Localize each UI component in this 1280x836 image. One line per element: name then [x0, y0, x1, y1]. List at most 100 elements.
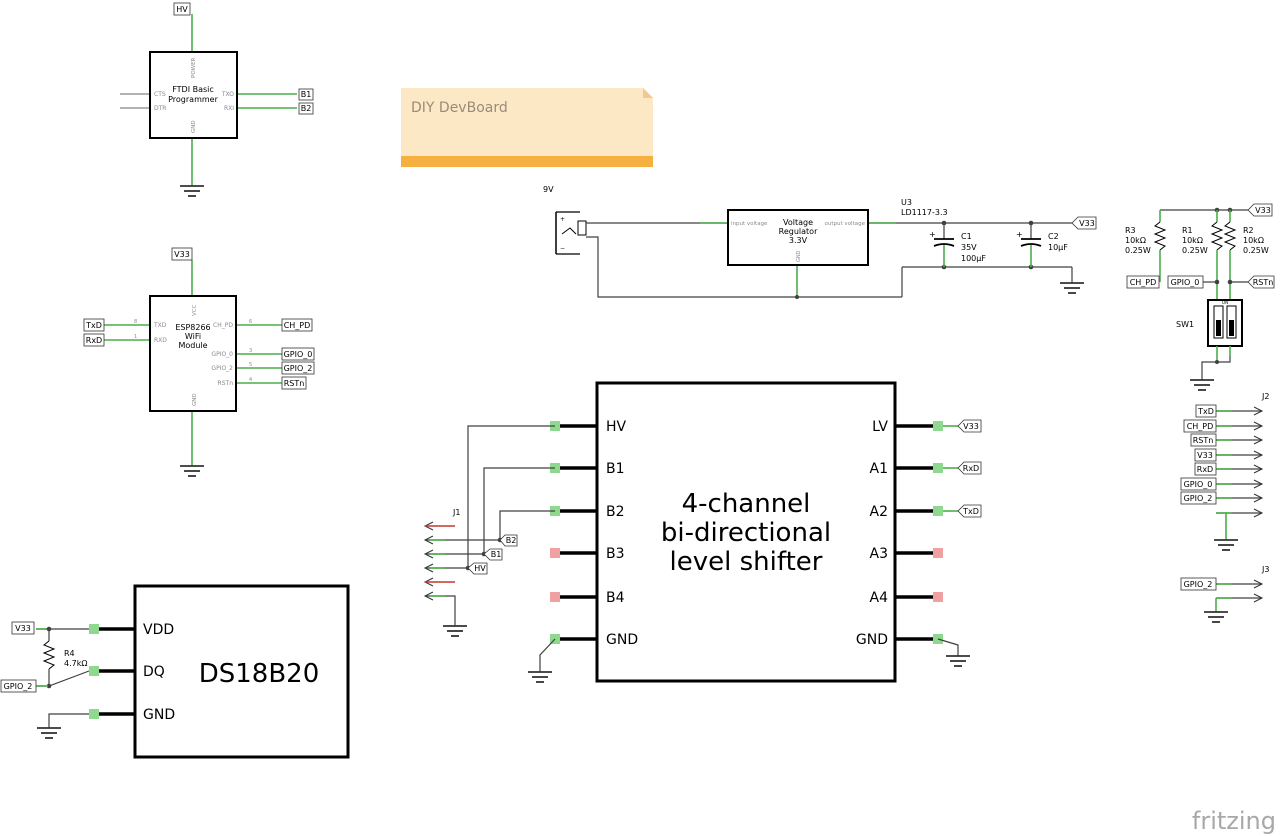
svg-text:V33: V33 — [1079, 219, 1095, 228]
ground-icon — [37, 727, 61, 739]
svg-text:GPIO_2: GPIO_2 — [1184, 580, 1213, 589]
net-label-rstn-pullup: RSTn — [1247, 275, 1275, 289]
net-label-chpd-pullup: CH_PD — [1126, 275, 1160, 289]
ground-icon — [946, 655, 970, 667]
r3-value: 10kΩ — [1125, 236, 1146, 245]
esp-name-3: Module — [178, 341, 207, 350]
svg-text:+: + — [929, 230, 936, 239]
c2-value: 10µF — [1048, 243, 1068, 252]
svg-text:RSTn: RSTn — [284, 379, 305, 388]
svg-text:4: 4 — [249, 377, 252, 383]
svg-text:RSTn: RSTn — [1253, 278, 1274, 287]
header-j1[interactable] — [423, 521, 500, 626]
svg-text:A2: A2 — [870, 504, 888, 520]
sw1-name: SW1 — [1176, 320, 1194, 329]
ftdi-dtr-pin: DTR — [154, 105, 166, 112]
ftdi-programmer[interactable]: FTDI Basic Programmer POWER GND CTS DTR … — [120, 14, 297, 186]
fritzing-logo: fritzing — [1192, 807, 1276, 835]
r3-watt: 0.25W — [1125, 246, 1151, 255]
r3-name: R3 — [1125, 226, 1136, 235]
dip-switch-sw1[interactable]: ON — [1207, 299, 1243, 362]
svg-text:B1: B1 — [301, 90, 312, 99]
net-label-txd-shifter: TxD — [957, 504, 982, 518]
c1-name: C1 — [961, 232, 972, 241]
regulator-name-3: 3.3V — [789, 236, 808, 245]
esp8266-module[interactable]: ESP8266 WiFi Module VCC GND TXD RXD CH_P… — [104, 260, 282, 466]
ftdi-gnd-pin: GND — [191, 120, 197, 133]
svg-text:GPIO_2: GPIO_2 — [4, 682, 33, 691]
svg-text:CH_PD: CH_PD — [1130, 278, 1157, 287]
net-label-gpio0-j2: GPIO_0 — [1180, 477, 1217, 491]
ground-icon — [1060, 282, 1084, 294]
r2-watt: 0.25W — [1243, 246, 1269, 255]
header-j2[interactable] — [1216, 406, 1264, 540]
svg-text:B3: B3 — [606, 546, 625, 562]
regulator-name-2: Regulator — [779, 227, 818, 236]
svg-text:TxD: TxD — [1197, 407, 1214, 416]
net-label-hv-ftdi: HV — [173, 2, 191, 16]
capacitor-c1[interactable]: + — [929, 223, 955, 267]
svg-text:3: 3 — [249, 348, 252, 354]
svg-text:HV: HV — [606, 419, 627, 435]
net-label-chpd-esp: CH_PD — [281, 318, 313, 332]
c1-value: 100µF — [961, 254, 986, 263]
shifter-name-3: level shifter — [670, 547, 823, 577]
svg-text:GPIO_2: GPIO_2 — [1184, 494, 1213, 503]
esp-txd-pin: TXD — [153, 322, 167, 329]
shifter-name-1: 4-channel — [682, 489, 811, 519]
connector-j3[interactable] — [1215, 579, 1264, 612]
r4-value: 4.7kΩ — [64, 659, 87, 668]
svg-text:RxD: RxD — [1197, 465, 1213, 474]
note-diy-devboard[interactable]: DIY DevBoard — [401, 88, 653, 167]
svg-text:LV: LV — [872, 419, 888, 435]
resistor-r4[interactable] — [42, 629, 56, 686]
esp-rxd-pin: RXD — [154, 337, 167, 344]
level-shifter[interactable]: 4-channel bi-directional level shifter H… — [550, 381, 943, 683]
svg-text:A3: A3 — [870, 546, 888, 562]
esp-chpd-pin: CH_PD — [213, 322, 233, 329]
ground-icon — [443, 625, 467, 637]
svg-text:B1: B1 — [491, 550, 502, 559]
svg-text:VDD: VDD — [143, 622, 174, 638]
svg-text:V33: V33 — [174, 250, 190, 259]
net-label-chpd-j2: CH_PD — [1183, 419, 1217, 433]
svg-text:TxD: TxD — [85, 321, 102, 330]
svg-text:HV: HV — [176, 5, 188, 14]
u3-name: U3 — [901, 198, 912, 207]
esp-name-1: ESP8266 — [175, 323, 210, 332]
net-label-gpio0-esp: GPIO_0 — [281, 347, 315, 361]
regulator-name-1: Voltage — [783, 218, 813, 227]
svg-text:A1: A1 — [870, 461, 888, 477]
svg-text:CH_PD: CH_PD — [284, 321, 311, 330]
net-label-v33-j2: V33 — [1194, 448, 1217, 462]
esp-vcc-pin: VCC — [192, 304, 198, 316]
voltage-regulator-u3[interactable]: Voltage Regulator 3.3V input voltage out… — [727, 209, 869, 266]
resistor-r1[interactable] — [1210, 210, 1224, 300]
net-label-b1-j1: B1 — [483, 548, 503, 561]
net-label-gpio2-j3: GPIO_2 — [1180, 577, 1217, 591]
c1-voltage: 35V — [961, 243, 977, 252]
svg-text:GPIO_2: GPIO_2 — [284, 364, 313, 373]
svg-text:CH_PD: CH_PD — [1187, 422, 1214, 431]
dc-jack[interactable]: + − — [555, 211, 587, 255]
ground-icon — [1214, 539, 1238, 551]
ds18b20-sensor[interactable]: DS18B20 VDD DQ GND — [89, 584, 350, 759]
net-label-txd-esp: TxD — [83, 318, 105, 332]
capacitor-c2[interactable]: + — [1016, 223, 1042, 267]
regulator-out-pin: output voltage — [825, 221, 866, 227]
svg-text:B1: B1 — [606, 461, 625, 477]
resistor-r3[interactable] — [1153, 210, 1167, 282]
svg-text:GND: GND — [606, 632, 638, 648]
ftdi-cts-pin: CTS — [154, 91, 166, 98]
resistor-r2[interactable] — [1223, 210, 1237, 300]
net-label-rstn-esp: RSTn — [281, 376, 307, 390]
esp-name-2: WiFi — [185, 332, 201, 341]
ds18b20-name: DS18B20 — [199, 659, 320, 689]
svg-text:B2: B2 — [606, 504, 625, 520]
esp-gpio0-pin: GPIO_0 — [211, 351, 233, 358]
svg-text:V33: V33 — [1255, 206, 1271, 215]
svg-text:−: − — [560, 245, 565, 252]
net-label-gpio2-esp: GPIO_2 — [281, 361, 315, 375]
svg-text:V33: V33 — [1197, 451, 1213, 460]
svg-text:GPIO_0: GPIO_0 — [284, 350, 313, 359]
